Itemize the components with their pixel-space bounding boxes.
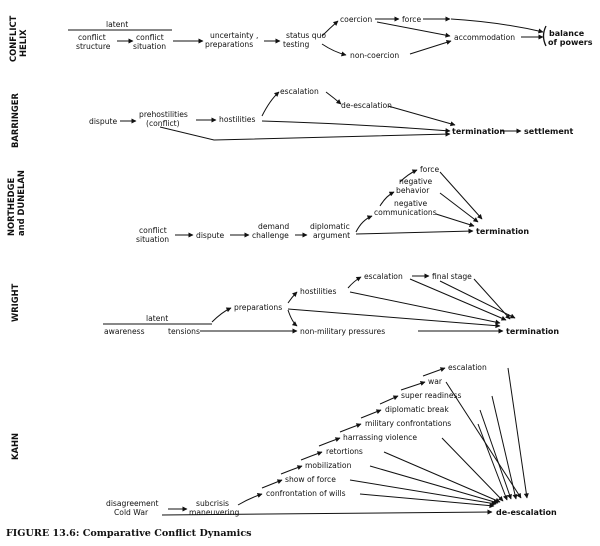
coercion-node: coercion — [340, 15, 372, 24]
awareness-node: awareness — [104, 327, 145, 336]
termination-node-3: termination — [506, 327, 559, 336]
kahn-step-1: show of force — [285, 475, 336, 484]
row-label-wright: WRIGHT — [10, 283, 20, 322]
hostilities-node-2: hostilities — [300, 287, 336, 296]
diplomatic-argument-node: diplomatic argument — [310, 222, 352, 240]
kahn-step-8: war — [428, 377, 443, 386]
termination-node-2: termination — [476, 227, 529, 236]
non-coercion-node: non-coercion — [350, 51, 399, 60]
force-node-2: force — [420, 165, 439, 174]
disagreement-cold-war-node: disagreement Cold War — [106, 499, 161, 517]
non-military-pressures-node: non-military pressures — [300, 327, 385, 336]
hostilities-node: hostilities — [219, 115, 255, 124]
kahn-step-0: confrontation of wills — [266, 489, 346, 498]
row-conflict-helix: CONFLICT HELIX latent conflict structure… — [8, 13, 593, 62]
row-label-barringer: BARRINGER — [10, 93, 20, 148]
conflict-situation-node: conflict situation — [133, 33, 166, 51]
uncertainty-preparations-node: uncertainty , preparations — [205, 31, 261, 49]
force-node: force — [402, 15, 421, 24]
kahn-step-9: escalation — [448, 363, 487, 372]
figure-caption: FIGURE 13.6: Comparative Conflict Dynami… — [6, 528, 252, 539]
latent-label: latent — [106, 20, 128, 29]
escalation-node-2: escalation — [364, 272, 403, 281]
conflict-situation-node-2: conflict situation — [136, 226, 169, 244]
kahn-step-5: military confrontations — [365, 419, 451, 428]
latent-label-2: latent — [146, 314, 168, 323]
kahn-escalation-ladder-arrows — [237, 367, 529, 509]
row-label-conflict-helix: CONFLICT HELIX — [8, 13, 28, 62]
demand-challenge-node: demand challenge — [252, 222, 292, 240]
conflict-structure-node: conflict structure — [76, 33, 111, 51]
accommodation-node: accommodation — [454, 33, 515, 42]
preparations-node-2: preparations — [234, 303, 282, 312]
kahn-step-3: retortions — [326, 447, 363, 456]
row-barringer: BARRINGER dispute prehostilities (confli… — [10, 87, 573, 148]
kahn-step-6: diplomatic break — [385, 405, 449, 414]
termination-node: termination — [452, 127, 505, 136]
row-northedge-dunelan: NORTHEDGE and DUNELAN conflict situation… — [6, 165, 529, 244]
dispute-node-2: dispute — [196, 231, 224, 240]
prehostilities-node: prehostilities (conflict) — [139, 110, 190, 128]
settlement-node: settlement — [524, 127, 573, 136]
kahn-step-7: super readiness — [401, 391, 461, 400]
kahn-step-4: harrassing violence — [343, 433, 417, 442]
status-quo-testing-node: status quo testing — [283, 31, 328, 49]
tensions-node: tensions — [168, 327, 200, 336]
negative-behavior-node: negative behavior — [396, 177, 435, 195]
row-label-northedge: NORTHEDGE and DUNELAN — [6, 170, 26, 236]
de-escalation-node: de-escalation — [341, 101, 392, 110]
row-label-kahn: KAHN — [10, 433, 20, 460]
row-kahn: KAHN disagreement Cold War subcrisis man… — [10, 363, 557, 517]
row-wright: WRIGHT latent awareness tensions prepara… — [10, 272, 559, 336]
negative-communications-node: negative communications — [374, 199, 437, 217]
final-stage-node: final stage — [432, 272, 472, 281]
de-escalation-node-2: de-escalation — [496, 508, 557, 517]
dispute-node: dispute — [89, 117, 117, 126]
escalation-node: escalation — [280, 87, 319, 96]
subcrisis-maneuvering-node: subcrisis maneuvering — [189, 499, 240, 517]
kahn-step-2: mobilization — [305, 461, 352, 470]
balance-of-powers-node: balance of powers — [548, 29, 593, 47]
